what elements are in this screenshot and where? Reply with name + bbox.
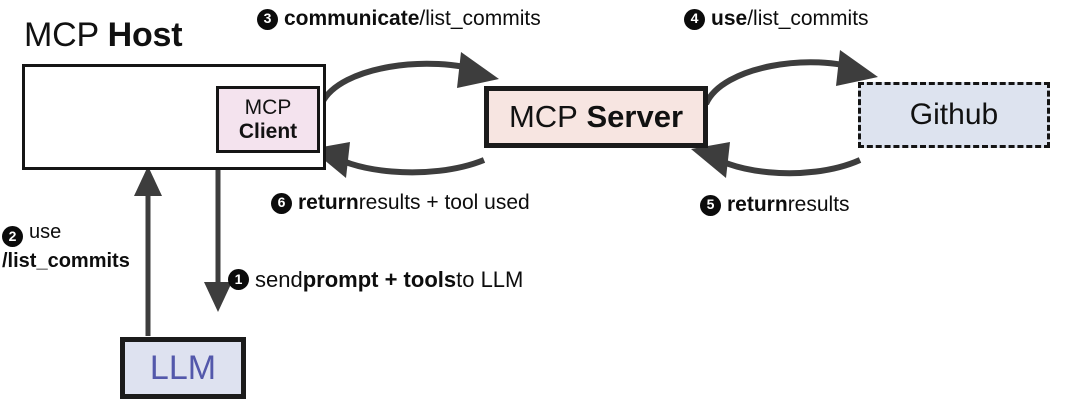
step-1-part-1: send bbox=[255, 267, 303, 292]
step-badge-5: 5 bbox=[700, 194, 721, 216]
step-badge-2: 2 bbox=[2, 226, 23, 248]
arrow-github-to-server bbox=[703, 147, 862, 177]
llm-box[interactable]: LLM bbox=[120, 337, 246, 399]
mcp-server-label-plain: MCP bbox=[508, 98, 578, 134]
mcp-server-label-bold: Server bbox=[586, 98, 684, 134]
step-label-5: 5 return results bbox=[700, 192, 850, 218]
step-4-plain-text: /list_commits bbox=[747, 7, 869, 30]
step-1-part-3: to LLM bbox=[456, 267, 524, 292]
step-label-6: 6 return results + tool used bbox=[271, 190, 530, 216]
arrowhead-client-to-server bbox=[457, 52, 499, 88]
arrowhead-llm-to-host bbox=[134, 166, 162, 196]
step-2-line1: use bbox=[29, 221, 62, 243]
step-4-bold-text: use bbox=[711, 7, 748, 30]
step-3-bold-text: communicate bbox=[284, 7, 420, 30]
step-label-4: 4 use /list_commits bbox=[684, 6, 869, 32]
step-badge-6: 6 bbox=[271, 192, 292, 214]
mcp-server-box[interactable]: MCP Server bbox=[484, 86, 708, 148]
step-6-plain-text: results + tool used bbox=[358, 191, 530, 214]
step-badge-1: 1 bbox=[228, 269, 249, 291]
llm-label: LLM bbox=[149, 348, 217, 387]
step-badge-4: 4 bbox=[684, 8, 705, 30]
step-badge-3: 3 bbox=[257, 8, 278, 30]
mcp-client-label-line1: MCP bbox=[244, 95, 292, 119]
step-5-plain-text: results bbox=[787, 193, 850, 216]
mcp-host-title: MCP Host bbox=[24, 16, 183, 55]
arrowhead-server-to-github bbox=[836, 50, 878, 86]
arrow-server-to-client bbox=[323, 147, 486, 176]
github-label: Github bbox=[909, 98, 999, 132]
arrow-server-to-github bbox=[703, 59, 864, 106]
step-1-part-2: prompt + tools bbox=[302, 267, 457, 292]
github-box[interactable]: Github bbox=[858, 82, 1050, 148]
step-6-bold-text: return bbox=[298, 191, 359, 214]
mcp-host-title-plain: MCP bbox=[24, 16, 99, 54]
mcp-host-title-bold: Host bbox=[107, 16, 183, 54]
step-label-1: 1 send prompt + tools to LLM bbox=[228, 266, 523, 294]
step-label-2: 2 use /list_commits bbox=[2, 220, 162, 274]
mcp-client-label-line2: Client bbox=[238, 119, 298, 143]
step-5-bold-text: return bbox=[727, 193, 788, 216]
arrow-client-to-server bbox=[319, 60, 485, 105]
step-3-plain-text: /list_commits bbox=[419, 7, 541, 30]
step-label-3: 3 communicate /list_commits bbox=[257, 6, 541, 32]
step-2-line2: /list_commits bbox=[2, 250, 130, 273]
mcp-client-box[interactable]: MCP Client bbox=[216, 86, 320, 153]
